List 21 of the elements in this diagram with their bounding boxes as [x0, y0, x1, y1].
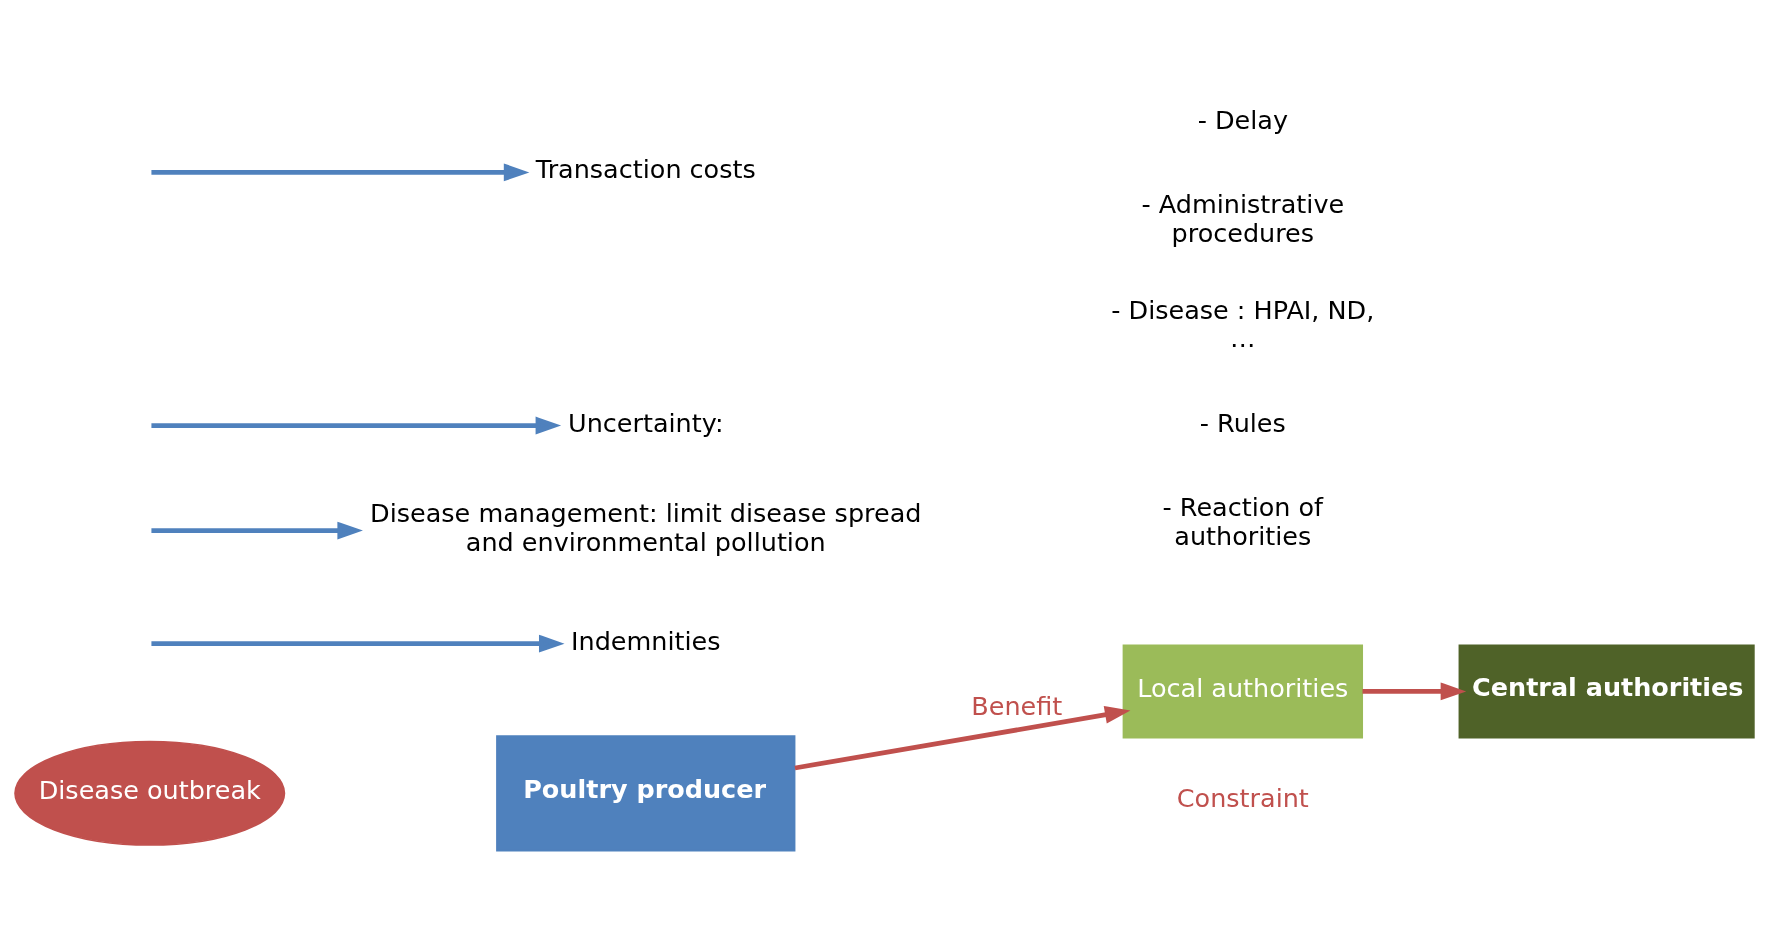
arrow: [151, 521, 363, 540]
node-box: Central authorities: [1458, 644, 1755, 739]
edge-label: Benefit: [971, 690, 1063, 721]
node-label: - Delay: [1197, 105, 1288, 136]
node-text: Transaction costs: [535, 154, 756, 185]
node-label: - Rules: [1199, 407, 1286, 438]
node-text: Disease management: limit disease spread and environmental pollution: [370, 498, 922, 557]
arrow: [151, 416, 562, 435]
arrow: [794, 705, 1131, 771]
node-label: - Administrative procedures: [1141, 189, 1345, 249]
arrow: [151, 634, 565, 653]
node-ellipse: Disease outbreak: [14, 740, 286, 846]
node-text: Uncertainty:: [568, 407, 724, 438]
node-box: Local authorities: [1122, 644, 1364, 739]
node-label: - Disease : HPAI, ND, …: [1111, 294, 1375, 354]
node-label: - Reaction of authorities: [1162, 491, 1324, 551]
arrow: [1362, 682, 1467, 701]
label: Constraint: [1176, 783, 1309, 814]
node-box: Poultry producer: [496, 735, 796, 852]
arrow: [151, 163, 530, 182]
node-text: Indemnities: [571, 625, 721, 656]
